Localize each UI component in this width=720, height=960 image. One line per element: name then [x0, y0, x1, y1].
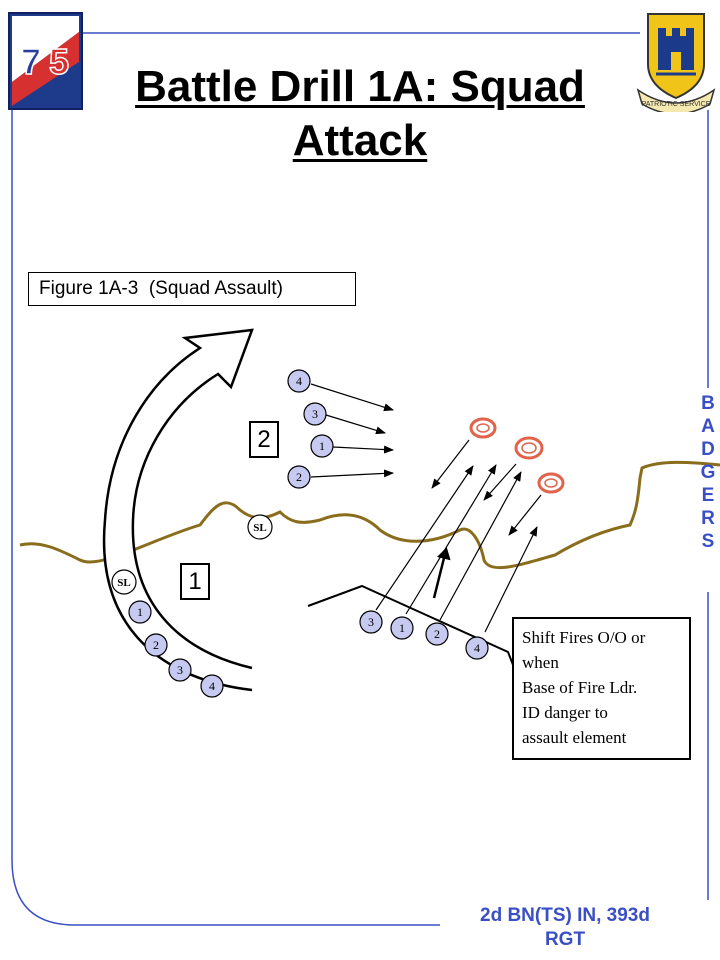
squad-leader-marker: SL — [247, 514, 273, 540]
shift-fires-note: Shift Fires O/O or when Base of Fire Ldr… — [512, 617, 691, 760]
svg-text:4: 4 — [474, 641, 480, 655]
svg-text:3: 3 — [368, 615, 374, 629]
fire-arrow-base-3 — [375, 465, 474, 611]
fire-arrow-base-1 — [405, 464, 497, 615]
svg-text:2: 2 — [296, 470, 302, 484]
svg-text:SL: SL — [117, 577, 130, 589]
svg-text:2: 2 — [153, 638, 159, 652]
soldier-marker: 3 — [303, 402, 327, 426]
enemy-position — [469, 417, 497, 439]
enemy-fire-arrow-3 — [508, 494, 542, 536]
soldier-marker: 2 — [144, 633, 168, 657]
badgers-letter: S — [701, 531, 715, 552]
enemy-position — [514, 436, 544, 460]
movement-arrow — [432, 547, 451, 599]
phase-1-box: 1 — [180, 563, 210, 600]
soldier-marker: 4 — [200, 674, 224, 698]
soldier-marker: 1 — [390, 616, 414, 640]
svg-text:5: 5 — [49, 41, 69, 82]
fire-arrow-moving-4 — [310, 383, 394, 412]
enemy-fire-arrow-2 — [483, 463, 517, 501]
note-line: assault element — [522, 728, 627, 747]
fire-arrow-moving-2 — [310, 469, 394, 478]
note-line: Shift Fires O/O or — [522, 628, 646, 647]
enemy-fire-arrow-1 — [431, 439, 470, 489]
soldier-marker: 2 — [425, 622, 449, 646]
slide-title: Battle Drill 1A: Squad Attack — [90, 60, 630, 168]
badgers-vertical-text: B A D G E R S — [696, 392, 720, 553]
badgers-letter: G — [700, 462, 716, 483]
svg-text:1: 1 — [319, 439, 325, 453]
assault-route-arrow — [102, 328, 254, 692]
badgers-letter: R — [701, 508, 715, 529]
svg-text:3: 3 — [312, 407, 318, 421]
fire-arrow-moving-1 — [332, 445, 394, 454]
figure-label: Figure 1A-3 (Squad Assault) — [28, 272, 356, 306]
unit-footer: 2d BN(TS) IN, 393d RGT — [445, 904, 685, 952]
fire-arrow-base-2 — [439, 471, 522, 621]
soldier-marker: 1 — [128, 600, 152, 624]
badgers-letter: E — [701, 485, 715, 506]
soldier-marker: 4 — [287, 369, 311, 393]
note-line: Base of Fire Ldr. — [522, 678, 638, 697]
crest-motto: PATRIOTIC SERVICE — [642, 101, 711, 108]
regimental-crest-icon: PATRIOTIC SERVICE — [636, 13, 716, 112]
badgers-letter: D — [701, 439, 715, 460]
badgers-letter: A — [701, 416, 715, 437]
footer-line: 2d BN(TS) IN, 393d — [480, 905, 650, 926]
enemy-position — [537, 472, 565, 494]
soldier-marker: 1 — [310, 434, 334, 458]
svg-text:2: 2 — [434, 627, 440, 641]
note-line: ID danger to — [522, 703, 608, 722]
svg-text:4: 4 — [209, 679, 215, 693]
svg-text:4: 4 — [296, 374, 302, 388]
badgers-letter: B — [701, 393, 715, 414]
base-of-fire-position-line — [307, 584, 516, 671]
footer-line: RGT — [544, 929, 586, 950]
svg-text:1: 1 — [399, 621, 405, 635]
75th-division-patch-icon: 7 5 — [8, 12, 83, 110]
svg-text:SL: SL — [253, 522, 266, 534]
squad-leader-marker: SL — [111, 569, 137, 595]
fire-arrow-moving-3 — [325, 414, 386, 435]
soldier-marker: 3 — [359, 610, 383, 634]
phase-2-box: 2 — [249, 421, 279, 458]
soldier-marker: 3 — [168, 658, 192, 682]
soldier-marker: 2 — [287, 465, 311, 489]
note-line: when — [522, 653, 559, 672]
svg-text:3: 3 — [177, 663, 183, 677]
slide-title-text: Battle Drill 1A: Squad Attack — [135, 62, 585, 165]
terrain-line — [19, 460, 720, 570]
fire-arrow-base-4 — [484, 526, 538, 633]
svg-text:7: 7 — [21, 41, 41, 82]
soldier-marker: 4 — [465, 636, 489, 660]
svg-text:1: 1 — [137, 605, 143, 619]
